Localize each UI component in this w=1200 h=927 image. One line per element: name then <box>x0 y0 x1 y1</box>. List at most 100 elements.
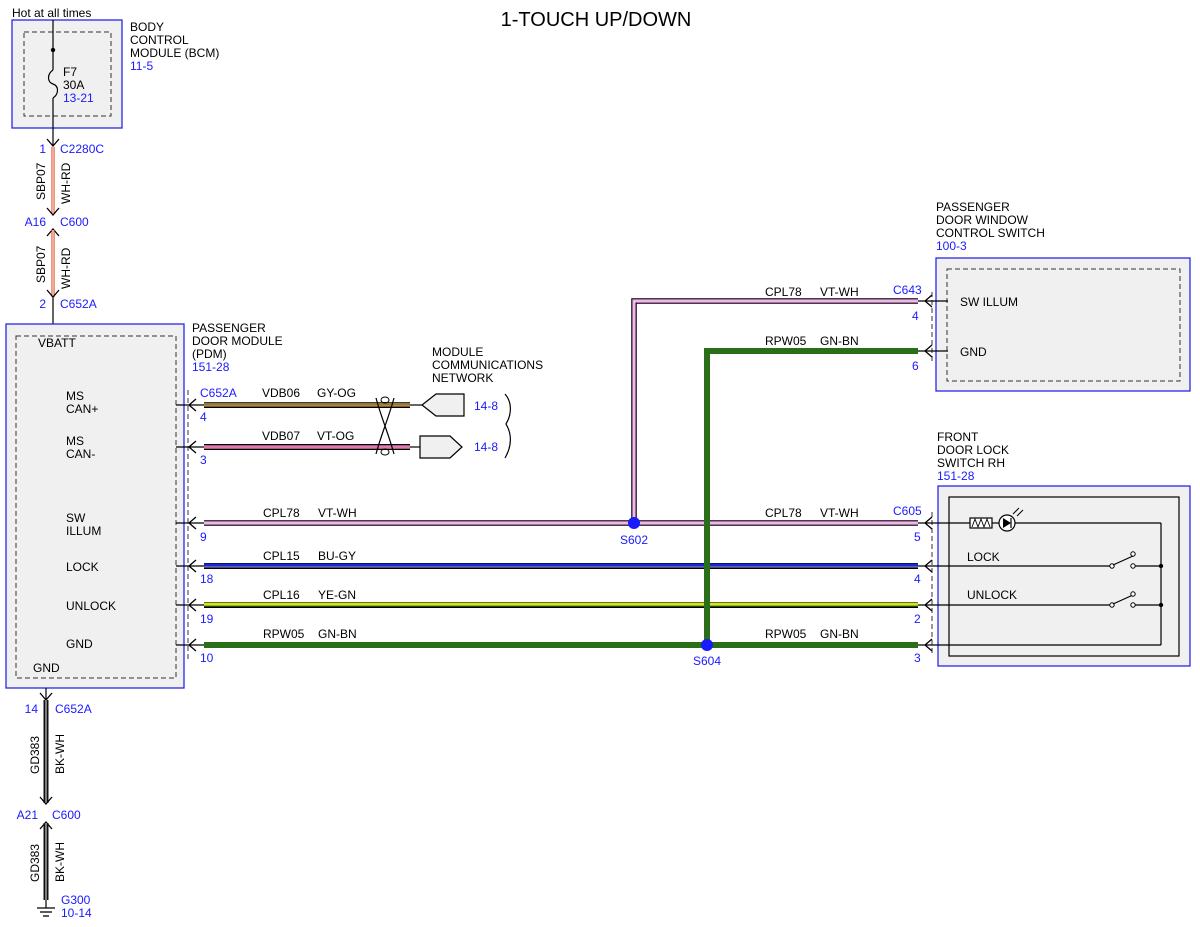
unlock-wire-group: 19 CPL16 YE-GN 2 <box>200 588 921 626</box>
fuse-rating: 30A <box>63 78 84 92</box>
gnd-pin: 10 <box>200 651 214 665</box>
window-switch-name-2: DOOR WINDOW <box>936 213 1029 227</box>
lock-switch-name-3: SWITCH RH <box>937 456 1005 470</box>
pdm-can-minus-1: MS <box>66 434 84 448</box>
twisted-pair-icon <box>375 397 395 455</box>
can-hi-pin: 4 <box>200 410 207 424</box>
gnd-right-pin: 3 <box>914 651 921 665</box>
connector-arrow-icon <box>39 796 53 805</box>
upper-pin-mid: A16 <box>25 215 47 229</box>
illum-right-pin: 5 <box>914 530 921 544</box>
lock-switch-inner-box <box>948 496 1180 657</box>
upper-illum-conn: C643 <box>893 283 922 297</box>
lock-wire-group: 18 CPL15 BU-GY 4 <box>200 549 921 586</box>
fuse-name: F7 <box>63 65 77 79</box>
pdm-can-plus-1: MS <box>66 389 84 403</box>
upper-illum-circuit: CPL78 <box>765 285 802 299</box>
fuse-ref: 13-21 <box>63 91 94 105</box>
gnd-circuit: RPW05 <box>263 627 305 641</box>
bcm-inner-box <box>23 31 112 117</box>
pdm-module: PASSENGER DOOR MODULE (PDM) 151-28 VBATT… <box>5 321 283 689</box>
bcm-ref: 11-5 <box>130 59 153 73</box>
upper-color-1: WH-RD <box>59 162 73 204</box>
upper-gnd-color: GN-BN <box>820 334 859 348</box>
gnd-wire-upper <box>704 348 918 645</box>
pdm-ref: 151-28 <box>192 360 230 374</box>
pdm-name-2: DOOR MODULE <box>192 334 283 348</box>
illum-wires: S602 9 CPL78 VT-WH CPL78 VT-WH C605 5 CP… <box>200 283 922 547</box>
pdm-name-3: (PDM) <box>192 347 227 361</box>
connector-arrow-icon <box>46 228 60 237</box>
upper-pin-bot: 2 <box>39 297 46 311</box>
lock-switch-lock: LOCK <box>967 550 1000 564</box>
unlock-switch-contact-icon <box>1112 594 1134 605</box>
network-label-3: NETWORK <box>432 371 493 385</box>
gnd-feed-circuit-1: GD383 <box>28 736 42 774</box>
connector-arrow-icon <box>924 294 933 308</box>
splice-s604-label: S604 <box>693 654 721 668</box>
connector-arrow-icon <box>188 559 197 573</box>
lock-right-pin: 4 <box>914 572 921 586</box>
connector-arrow-icon <box>188 440 197 454</box>
unlock-right-pin: 2 <box>914 612 921 626</box>
splice-s602 <box>628 517 640 529</box>
upper-color-2: WH-RD <box>59 247 73 289</box>
pdm-sw-illum-1: SW <box>66 511 86 525</box>
gnd-feed-color-1: BK-WH <box>53 734 67 774</box>
pdm-can-minus-2: CAN- <box>66 447 95 461</box>
connector-arrow-icon <box>924 638 933 652</box>
fuse-icon <box>47 69 59 99</box>
gnd-right-color: GN-BN <box>820 627 859 641</box>
illum-right-conn: C605 <box>893 504 922 518</box>
diagram-title: 1-TOUCH UP/DOWN <box>501 9 692 31</box>
illum-pin: 9 <box>200 530 207 544</box>
upper-illum-color: VT-WH <box>820 285 859 299</box>
can-hi-color: GY-OG <box>317 386 356 400</box>
upper-conn-bot: C652A <box>60 297 97 311</box>
lock-color: BU-GY <box>318 549 356 563</box>
bcm-hot-label: Hot at all times <box>12 6 91 20</box>
window-switch-ref: 100-3 <box>936 239 967 253</box>
connector-arrow-icon <box>188 638 197 652</box>
connector-arrow-icon <box>188 516 197 530</box>
gnd-feed-conn-top: C652A <box>55 702 92 716</box>
can-hi-circuit: VDB06 <box>262 386 300 400</box>
connector-arrow-icon <box>46 138 60 147</box>
pdm-gnd: GND <box>66 637 93 651</box>
pdm-connector-arrows <box>176 398 204 652</box>
unlock-circuit: CPL16 <box>263 588 300 602</box>
window-switch-name-1: PASSENGER <box>936 200 1010 214</box>
lock-switch-ref: 151-28 <box>937 469 975 483</box>
pdm-sw-illum-2: ILLUM <box>66 524 101 538</box>
bcm-name-3: MODULE (BCM) <box>130 46 219 60</box>
illum-circuit: CPL78 <box>263 506 300 520</box>
illum-right-circuit: CPL78 <box>765 506 802 520</box>
network-label-2: COMMUNICATIONS <box>432 358 543 372</box>
bcm-name-2: CONTROL <box>130 33 189 47</box>
gnd-color: GN-BN <box>318 627 357 641</box>
upper-pin-top: 1 <box>39 142 46 156</box>
gnd-feed-conn-mid: C600 <box>52 808 81 822</box>
ground-ref: 10-14 <box>61 906 92 920</box>
network-connector-icon <box>421 393 465 417</box>
connector-arrow-icon <box>188 598 197 612</box>
network-ref-b: 14-8 <box>474 440 498 454</box>
window-switch-gnd: GND <box>960 345 987 359</box>
window-switch-inner-box <box>946 268 1181 382</box>
lock-switch-name-2: DOOR LOCK <box>937 443 1009 457</box>
brace-icon <box>504 393 511 459</box>
ground-feed: 14 C652A GD383 BK-WH A21 C600 GD383 BK-W… <box>17 688 92 920</box>
illum-right-color: VT-WH <box>820 506 859 520</box>
pdm-inner-box <box>15 335 177 679</box>
illum-color: VT-WH <box>318 506 357 520</box>
connector-arrow-icon <box>924 559 933 573</box>
lock-switch: FRONT DOOR LOCK SWITCH RH 151-28 LOCK UN… <box>918 430 1191 667</box>
upper-feed: 1 C2280C SBP07 WH-RD A16 C600 SBP07 WH-R… <box>25 138 104 325</box>
pdm-can-plus-2: CAN+ <box>66 402 98 416</box>
can-lo-color: VT-OG <box>317 429 354 443</box>
bcm-name-1: BODY <box>130 20 164 34</box>
lock-pin: 18 <box>200 572 214 586</box>
window-switch-name-3: CONTROL SWITCH <box>936 226 1045 240</box>
pdm-box <box>5 323 185 689</box>
lock-switch-contact-icon <box>1112 555 1134 566</box>
